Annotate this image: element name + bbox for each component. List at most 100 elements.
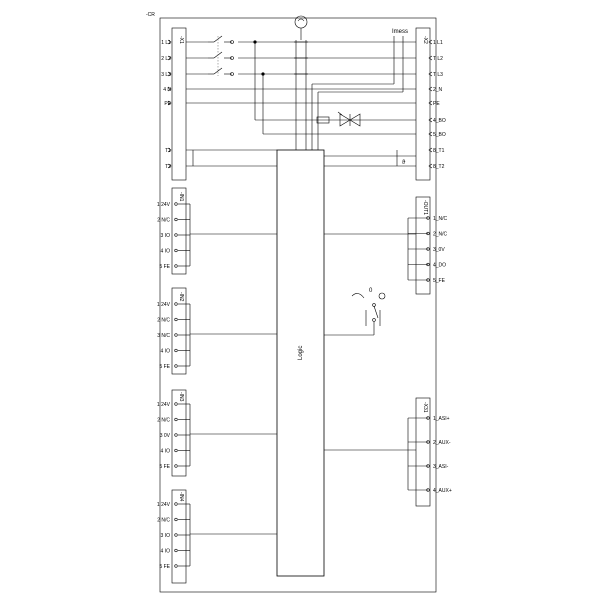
- out1-pin-label: 3_0V: [433, 247, 445, 253]
- terminal-connector: [167, 147, 172, 153]
- terminal-label: 2 L2: [161, 56, 171, 62]
- current-sensor: [294, 15, 308, 150]
- x31-pin-label: 1_ASI+: [433, 416, 450, 422]
- out1-pin-label: 2_N/C: [433, 232, 448, 238]
- pin-dot: [426, 464, 430, 468]
- input-pin-label: 4 IO: [161, 349, 171, 355]
- terminal-connector: [428, 100, 433, 106]
- input-pin-label: 1 24V: [157, 302, 171, 308]
- x31-pin-label: 3_ASI-: [433, 464, 449, 470]
- pin-dot: [174, 348, 178, 353]
- x31-pin-label: 4_AUX+: [433, 488, 452, 494]
- pin-dot: [174, 233, 178, 237]
- input-pin-label: 2 N/C: [157, 218, 170, 224]
- input-pin-label: 3 IO: [161, 233, 171, 239]
- input-block-label: -IN2: [178, 292, 184, 302]
- pin-dot: [426, 216, 430, 220]
- pin-dot: [426, 247, 430, 251]
- main-contactor: [208, 35, 238, 78]
- input-pin-label: 3 IO: [161, 533, 171, 539]
- input-pin-label: 1 24V: [157, 402, 171, 408]
- pin-dot: [174, 333, 178, 337]
- pin-dot: [426, 231, 430, 236]
- terminal-label: 4_BO: [433, 118, 446, 124]
- logic-label: Logic: [298, 346, 304, 360]
- input-pin-label: 4 IO: [161, 449, 171, 455]
- out1-pin-label: 5_FE: [433, 278, 446, 284]
- terminal-label: 4 N: [163, 87, 171, 93]
- x31-block: [415, 397, 431, 507]
- terminal-connector: [167, 39, 172, 45]
- input-pin-label: 5 FE: [159, 464, 170, 470]
- pin-dot: [174, 433, 178, 437]
- terminal-connector: [428, 39, 433, 45]
- input-block-label: -IN4: [178, 492, 184, 502]
- input-pin-label: 3 N/C: [157, 333, 170, 339]
- pin-dot: [426, 488, 430, 492]
- pin-dot: [426, 262, 430, 267]
- out1-label: -OUT1: [422, 200, 428, 215]
- pin-dot: [174, 548, 178, 553]
- terminal-label: 1 L1: [161, 40, 171, 46]
- input-pin-label: 2 N/C: [157, 318, 170, 324]
- terminal-connector: [167, 55, 172, 61]
- pin-dot: [174, 417, 178, 422]
- pin-dot: [174, 248, 178, 253]
- input-block-label: -IN3: [178, 392, 184, 402]
- terminal-label: PE: [164, 101, 171, 107]
- terminal-connector: [428, 86, 433, 92]
- terminal-connector: [428, 131, 433, 137]
- in1-block: [171, 187, 187, 275]
- input-pin-label: 1 24V: [157, 202, 171, 208]
- terminal-label: 8_T1: [433, 148, 445, 154]
- terminal-label: PE: [433, 101, 440, 107]
- terminal-connector: [428, 71, 433, 77]
- input-pin-label: 5 FE: [159, 264, 170, 270]
- terminal-label: 1 L1: [433, 40, 443, 46]
- x2-strip: [415, 27, 431, 181]
- terminal-label: T L2: [433, 56, 443, 62]
- pin-dot: [174, 464, 178, 468]
- input-pin-label: 2 N/C: [157, 518, 170, 524]
- terminal-connector: [428, 147, 433, 153]
- terminal-label: 3 L3: [161, 72, 171, 78]
- pin-dot: [426, 416, 430, 420]
- terminal-label: 8_T2: [433, 164, 445, 170]
- pin-dot: [174, 448, 178, 453]
- input-pin-label: 5 FE: [159, 564, 170, 570]
- device-frame: [159, 17, 437, 593]
- pin-dot: [174, 517, 178, 522]
- switch-zero-label: 0: [369, 288, 373, 294]
- pin-dot: [174, 533, 178, 537]
- thermal-symbol: ϑ: [402, 160, 406, 166]
- input-pin-label: 4 IO: [161, 249, 171, 255]
- terminal-label: 2_N: [433, 87, 443, 93]
- x2-label: -X2: [422, 36, 428, 44]
- pin-dot: [174, 502, 178, 506]
- terminal-connector: [167, 100, 172, 106]
- pin-dot: [426, 440, 430, 444]
- input-pin-label: 1 24V: [157, 502, 171, 508]
- selector-switch: 0: [324, 288, 386, 336]
- pin-dot: [174, 564, 178, 568]
- terminal-label: 5_BO: [433, 132, 446, 138]
- imess-label: Imess: [392, 29, 408, 35]
- input-pin-label: 5 FE: [159, 364, 170, 370]
- terminal-connector: [428, 55, 433, 61]
- pin-dot: [174, 217, 178, 222]
- pin-dot: [174, 317, 178, 322]
- terminal-connector: [167, 163, 172, 169]
- brake-rectifier: [316, 111, 416, 127]
- terminal-connector: [428, 163, 433, 169]
- input-pin-label: 3 0V: [160, 433, 171, 439]
- in3-block: [171, 389, 187, 477]
- pin-dot: [174, 364, 178, 368]
- in2-block: [171, 287, 187, 375]
- in4-block: [171, 489, 187, 584]
- pin-dot: [426, 278, 430, 282]
- terminal-label: T1: [165, 148, 171, 154]
- input-block-label: -IN1: [178, 192, 184, 202]
- out1-block: [415, 196, 431, 295]
- input-pin-label: 2 N/C: [157, 418, 170, 424]
